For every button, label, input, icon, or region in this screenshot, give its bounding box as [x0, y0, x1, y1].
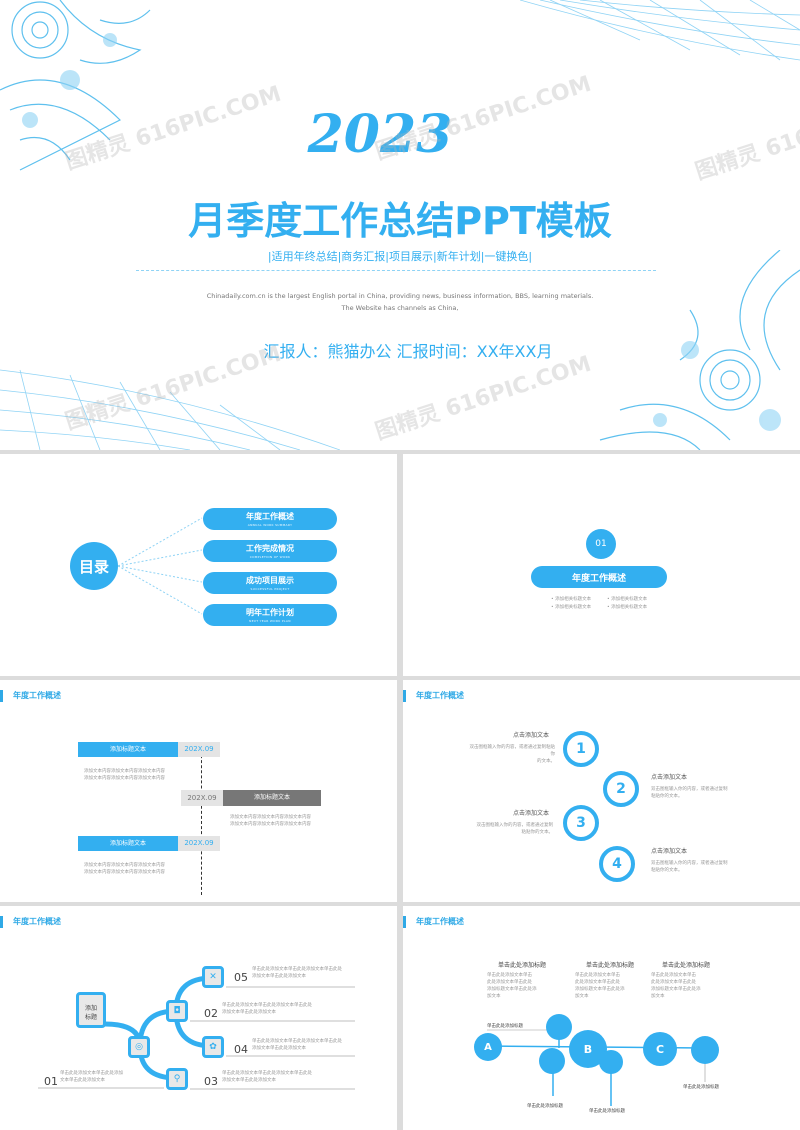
bubble-label-bottom-1: 单击此处添加标题	[527, 1104, 563, 1109]
globe-icon: ◎	[128, 1036, 150, 1058]
section-slide: 01 年度工作概述 • 添加相关标题文本 • 添加相关标题文本 • 添加相关标题…	[403, 454, 800, 676]
toc-item-4[interactable]: 明年工作计划 NEXT YEAR WORK PLAN	[203, 604, 337, 626]
cover-reporter: 汇报人：熊猫办公 汇报时间：XX年XX月	[263, 342, 553, 361]
slide-header: 年度工作概述	[0, 916, 61, 928]
toc-item-sub: SUCCESSFUL PROJECT	[250, 587, 290, 591]
tree-item-03: 03 单击此处添加文本单击此处添加文本单击此处添加文本单击此处添加文本	[204, 1071, 312, 1088]
timeline-desc: 添加文本内容添加文本内容添加文本内容添加文本内容添加文本内容添加文本内容	[84, 769, 165, 781]
toc-item-2[interactable]: 工作完成情况 COMPLETION OF WORK	[203, 540, 337, 562]
toc-circle: 目录	[70, 542, 118, 590]
floral-decoration-top-left	[0, 0, 151, 171]
steps-slide: 年度工作概述 1 2 3 4 点击添加文本 双击图框输入你的内容，或者通过复制粘…	[403, 680, 800, 902]
section-bullet: • 添加相关标题文本	[551, 597, 592, 602]
timeline-label-box: 添加标题文本	[78, 836, 178, 851]
toc-item-1[interactable]: 年度工作概述 ANNUAL WORK SUMMARY	[203, 508, 337, 530]
key-icon: ⚲	[166, 1068, 188, 1090]
toc-connectors	[118, 517, 203, 615]
timeline-slide: 年度工作概述 添加标题文本 202X.09 添加文本内容添加文本内容添加文本内容…	[0, 680, 397, 902]
tree-item-05: 05 单击此处添加文本单击此处添加文本单击此处添加文本单击此处添加文本	[234, 967, 342, 984]
cover-slide: 2023 月季度工作总结PPT模板 |适用年终总结|商务汇报|项目展示|新年计划…	[0, 0, 800, 450]
bubbles-slide: 年度工作概述 单击此处添加标题 单击此处添加文本单击 此处添加文本单击此处 添加…	[403, 906, 800, 1130]
tree-center-box: 添加标题	[76, 992, 106, 1028]
step-circle-1: 1	[563, 731, 599, 767]
toc-item-3[interactable]: 成功项目展示 SUCCESSFUL PROJECT	[203, 572, 337, 594]
tree-item-02: 02 单击此处添加文本单击此处添加文本单击此处添加文本单击此处添加文本	[204, 1003, 312, 1020]
timeline-label-box: 添加标题文本	[223, 790, 321, 806]
bubble-label-bottom-2: 单击此处添加标题	[589, 1109, 625, 1114]
step-circle-4: 4	[599, 846, 635, 882]
timeline-label-box: 添加标题文本	[78, 742, 178, 757]
slide-header: 年度工作概述	[0, 690, 61, 702]
section-title-pill: 年度工作概述	[531, 566, 667, 588]
toc-item-sub: ANNUAL WORK SUMMARY	[247, 523, 293, 527]
step-text-1: 点击添加文本 双击图框输入你的内容，或者通过复制粘贴你 的文本。	[469, 732, 556, 764]
toc-item-title: 工作完成情况	[246, 544, 294, 553]
tree-item-01: 01 单击此处添加文本单击此处添加文本单击此处添加文本	[44, 1071, 123, 1088]
bubble-column-1: 单击此处添加标题 单击此处添加文本单击 此处添加文本单击此处 添加标题文本单击此…	[487, 962, 546, 999]
toc-item-sub: NEXT YEAR WORK PLAN	[249, 619, 291, 623]
cover-desc-line2: The Website has channels as China,	[341, 304, 459, 312]
tree-item-04: 04 单击此处添加文本单击此处添加文本单击此处添加文本单击此处添加文本	[234, 1039, 342, 1056]
cover-tags: |适用年终总结|商务汇报|项目展示|新年计划|一键换色|	[267, 250, 533, 263]
net-decoration-top-right	[520, 0, 800, 61]
slide-header: 年度工作概述	[403, 690, 464, 702]
slide-header: 年度工作概述	[403, 916, 464, 928]
bubble-node-c: C	[643, 1032, 677, 1066]
step-text-4: 点击添加文本 双击图框输入你的内容，或者通过复制 粘贴你的文本。	[651, 848, 728, 873]
bubble-connectors	[486, 1026, 706, 1106]
section-title: 年度工作概述	[571, 574, 626, 584]
toc-circle-label: 目录	[78, 557, 109, 576]
step-circle-2: 2	[603, 771, 639, 807]
tools-icon: ✕	[202, 966, 224, 988]
bubble-column-2: 单击此处添加标题 单击此处添加文本单击 此处添加文本单击此处 添加标题文本单击此…	[575, 962, 634, 999]
toc-item-title: 年度工作概述	[246, 512, 294, 521]
toc-item-sub: COMPLETION OF WORK	[249, 555, 291, 559]
section-bullet: • 添加相关标题文本	[607, 605, 648, 610]
settings-icon: ✿	[202, 1036, 224, 1058]
bubble-small	[599, 1050, 623, 1074]
cover-title: 月季度工作总结PPT模板	[188, 199, 612, 243]
floral-decoration-bottom-right	[599, 250, 800, 450]
timeline-axis	[201, 750, 202, 895]
bubble-small	[546, 1014, 572, 1040]
tree-connectors	[38, 975, 355, 1090]
camera-icon: ◘	[166, 1000, 188, 1022]
timeline-date-box: 202X.09	[178, 742, 220, 757]
section-bullet: • 添加相关标题文本	[551, 605, 592, 610]
bubble-label-top: 单击此处添加标题	[487, 1024, 523, 1029]
cover-desc-line1: Chinadaily.com.cn is the largest English…	[206, 292, 594, 300]
bubble-small	[691, 1036, 719, 1064]
cover-year: 2023	[307, 104, 453, 165]
tree-slide: 年度工作概述 添加标题 ✕ ◘ ◎ ✿ ⚲ 05 单击此处添加文本单击此处添加文…	[0, 906, 397, 1130]
section-number-circle: 01	[586, 529, 616, 559]
section-number: 01	[595, 539, 607, 549]
step-circle-3: 3	[563, 805, 599, 841]
net-decoration-bottom-left	[0, 369, 340, 450]
bubble-node-a: A	[474, 1033, 502, 1061]
toc-item-title: 成功项目展示	[246, 576, 294, 585]
timeline-desc: 添加文本内容添加文本内容添加文本内容添加文本内容添加文本内容添加文本内容	[84, 863, 165, 875]
timeline-desc: 添加文本内容添加文本内容添加文本内容添加文本内容添加文本内容添加文本内容	[230, 815, 311, 827]
bubble-small	[539, 1048, 565, 1074]
timeline-date-box: 202X.09	[178, 836, 220, 851]
bubble-column-3: 单击此处添加标题 单击此处添加文本单击 此处添加文本单击此处 添加标题文本单击此…	[651, 962, 710, 999]
section-bullet: • 添加相关标题文本	[607, 597, 648, 602]
bubble-label-right: 单击此处添加标题	[683, 1085, 719, 1090]
cover-divider	[136, 270, 656, 271]
step-text-2: 点击添加文本 双击图框输入你的内容，或者通过复制 粘贴你的文本。	[651, 774, 728, 799]
toc-slide: 目录 年度工作概述 ANNUAL WORK SUMMARY 工作完成情况 COM…	[0, 454, 397, 676]
toc-item-title: 明年工作计划	[246, 608, 294, 617]
timeline-date-box: 202X.09	[181, 790, 223, 806]
step-text-3: 点击添加文本 双击图框输入你的内容，或者通过复制 粘贴你的文本。	[476, 810, 554, 835]
